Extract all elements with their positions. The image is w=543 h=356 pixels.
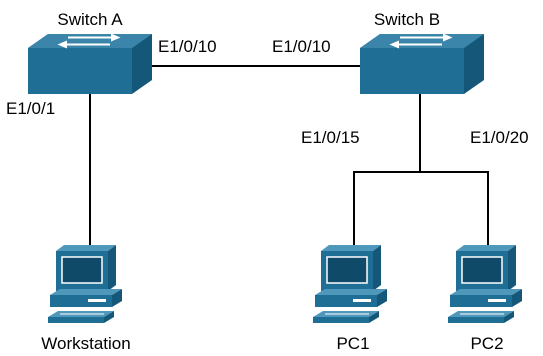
pc2-label: PC2 bbox=[470, 334, 503, 353]
workstation-label: Workstation bbox=[41, 334, 130, 353]
port-label-b-pc1: E1/0/15 bbox=[301, 128, 360, 147]
port-label-b-uplink: E1/0/10 bbox=[272, 37, 331, 56]
switch-a-icon bbox=[27, 33, 153, 95]
port-label-a-down: E1/0/1 bbox=[6, 99, 55, 118]
workstation-icon bbox=[47, 244, 123, 324]
port-label-b-pc2: E1/0/20 bbox=[470, 128, 529, 147]
pc1-label: PC1 bbox=[336, 334, 369, 353]
links bbox=[89, 65, 489, 248]
pc2-icon bbox=[447, 244, 523, 324]
switch-b-icon bbox=[359, 33, 485, 95]
switch-b-label: Switch B bbox=[374, 10, 440, 29]
switch-a-label: Switch A bbox=[57, 10, 123, 29]
port-label-a-uplink: E1/0/10 bbox=[158, 37, 217, 56]
pc1-icon bbox=[312, 244, 388, 324]
link-branch bbox=[353, 171, 489, 248]
